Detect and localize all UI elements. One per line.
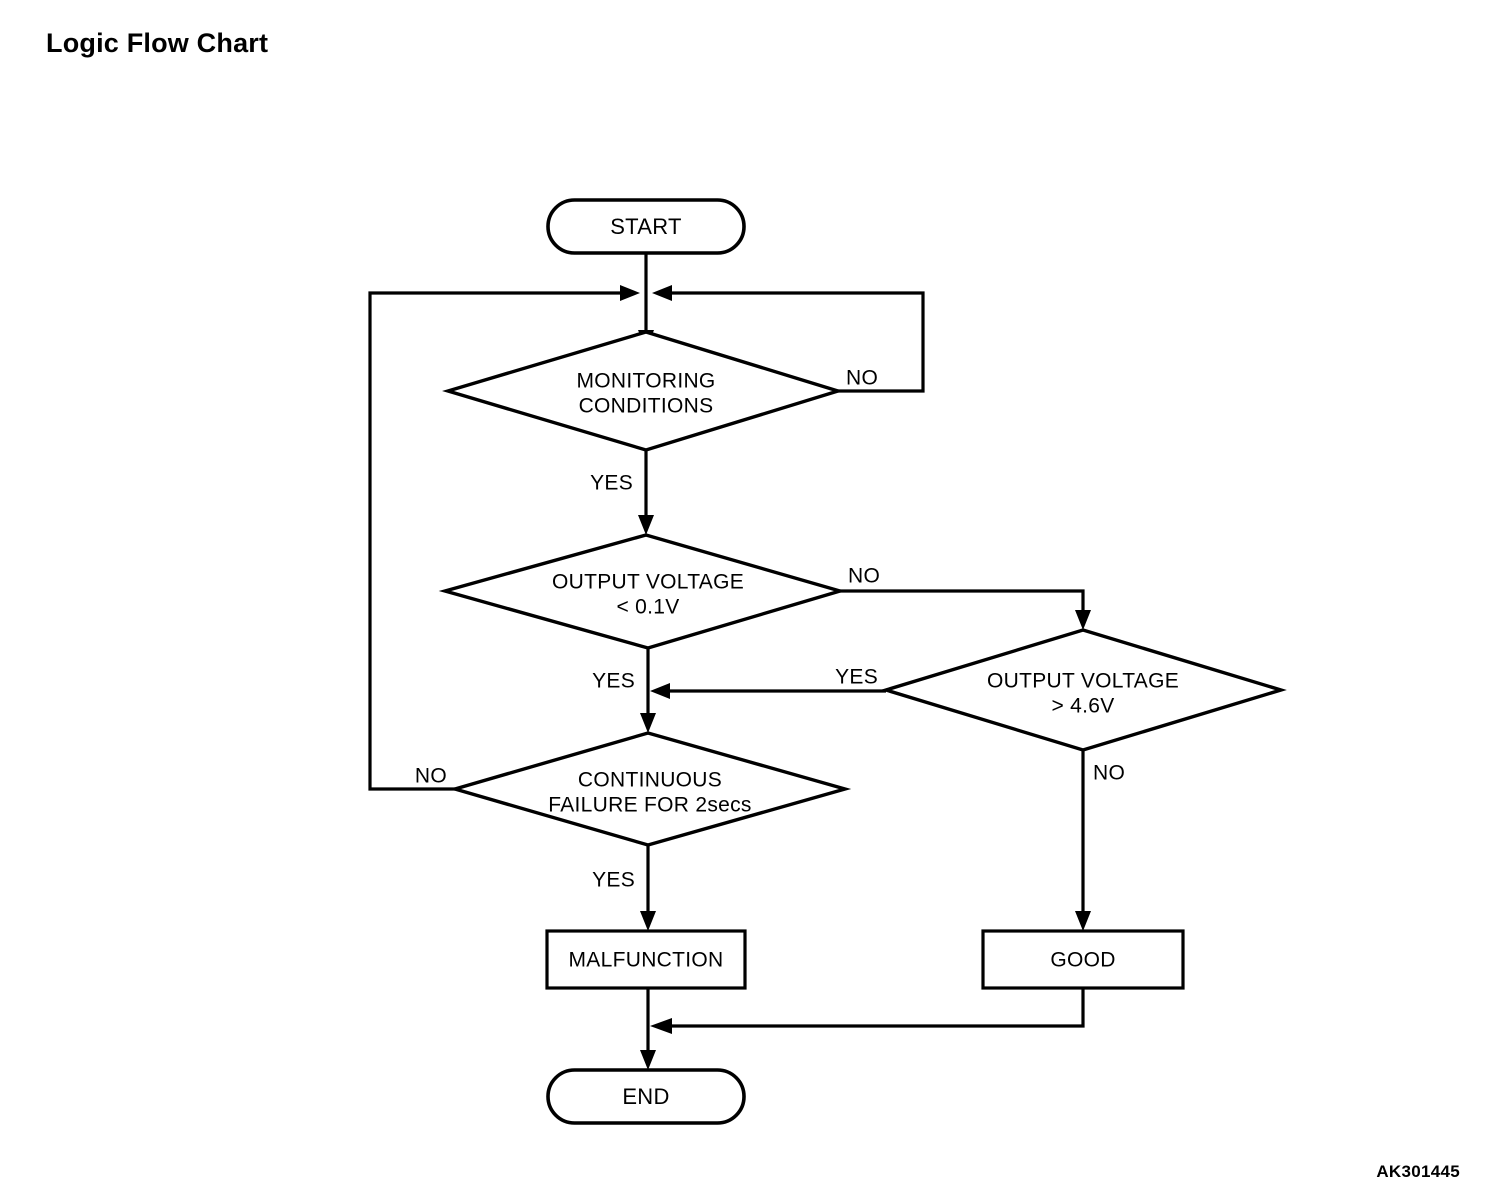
end-terminator-shape (546, 1068, 746, 1125)
arrow-head-monitoring-no-junction (652, 285, 672, 301)
arrow-head-into-end (640, 1050, 656, 1070)
arrow-head-volt-high-yes (650, 683, 670, 699)
malfunction-box-shape (545, 929, 747, 990)
node-good[interactable]: GOOD (981, 929, 1185, 990)
output-voltage-high-label-line2: > 4.6V (1051, 695, 1114, 718)
output-voltage-low-label-line2: < 0.1V (616, 596, 679, 619)
node-output-voltage-low[interactable]: OUTPUT VOLTAGE < 0.1V (438, 533, 847, 650)
edge-label-monitoring-yes: YES (590, 472, 633, 495)
node-monitoring-conditions[interactable]: MONITORING CONDITIONS (442, 330, 844, 452)
page-title: Logic Flow Chart (46, 28, 269, 58)
edge-label-continuous-no: NO (415, 765, 447, 788)
node-layer: START MONITORING CONDITIONS OUTPUT VOLTA… (438, 198, 1287, 1125)
arrow-head-into-volt-high (1075, 610, 1091, 630)
reference-code: AK301445 (1376, 1162, 1460, 1181)
output-voltage-low-label-line1: OUTPUT VOLTAGE (552, 571, 744, 594)
start-terminator-shape (546, 198, 746, 255)
output-voltage-high-label-line1: OUTPUT VOLTAGE (987, 670, 1179, 693)
end-label: END (622, 1084, 669, 1109)
edge-continuous-no-loop (368, 291, 632, 791)
edge-good-to-end-merge (662, 988, 1085, 1028)
edge-label-layer: NO YES NO YES YES NO NO YES (415, 367, 1125, 892)
node-start[interactable]: START (546, 198, 746, 255)
node-continuous-failure[interactable]: CONTINUOUS FAILURE FOR 2secs (448, 731, 852, 847)
monitoring-label-line2: CONDITIONS (579, 395, 714, 418)
continuous-failure-label-line2: FAILURE FOR 2secs (548, 794, 751, 817)
arrow-head-good-merge (650, 1018, 672, 1034)
node-output-voltage-high[interactable]: OUTPUT VOLTAGE > 4.6V (880, 628, 1287, 752)
node-end[interactable]: END (546, 1068, 746, 1125)
edge-label-volt-low-no: NO (848, 565, 880, 588)
monitoring-label-line1: MONITORING (576, 370, 715, 393)
arrow-head-into-continuous (640, 713, 656, 733)
edge-label-monitoring-no: NO (846, 367, 878, 390)
continuous-failure-decision-shape (448, 731, 852, 847)
good-label: GOOD (1050, 949, 1115, 972)
edge-volt-low-no (840, 589, 1085, 624)
output-voltage-low-decision-shape (438, 533, 847, 650)
monitoring-decision-shape (442, 330, 844, 452)
output-voltage-high-decision-shape (880, 628, 1287, 752)
arrow-head-into-volt-low (638, 515, 654, 535)
malfunction-label: MALFUNCTION (569, 949, 724, 972)
edge-label-volt-high-yes: YES (835, 666, 878, 689)
arrow-head-into-good (1075, 911, 1091, 931)
connector-layer (368, 252, 1091, 1070)
edge-label-continuous-yes: YES (592, 869, 635, 892)
good-box-shape (981, 929, 1185, 990)
start-label: START (610, 214, 682, 239)
arrow-head-into-malfunction (640, 911, 656, 931)
edge-label-volt-high-no: NO (1093, 762, 1125, 785)
continuous-failure-label-line1: CONTINUOUS (578, 769, 722, 792)
arrow-head-continuous-no-junction (620, 285, 640, 301)
edge-monitoring-no-loop (660, 291, 925, 393)
node-malfunction[interactable]: MALFUNCTION (545, 929, 747, 990)
edge-label-volt-low-yes: YES (592, 670, 635, 693)
